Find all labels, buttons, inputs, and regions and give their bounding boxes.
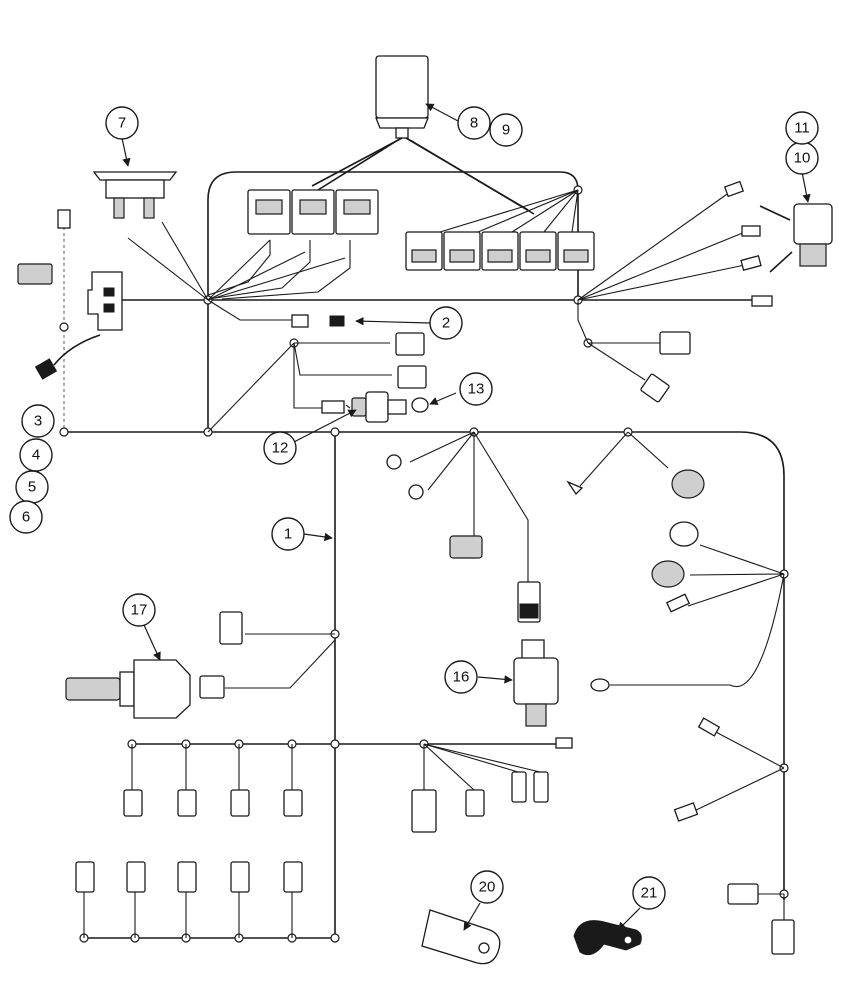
speed-sensor [65, 611, 243, 719]
ring-terminals [386, 454, 705, 692]
callout-17: 17 [122, 593, 156, 627]
svg-text:8: 8 [470, 115, 478, 132]
bulkhead-connector [87, 271, 123, 331]
cable-clamp [573, 920, 642, 956]
svg-text:13: 13 [468, 381, 485, 398]
callout-2: 2 [429, 306, 463, 340]
leader-lines [121, 103, 811, 931]
solenoid-valve [513, 639, 559, 727]
main-harness-trunk [64, 171, 785, 939]
callout-13: 13 [459, 372, 493, 406]
svg-text:12: 12 [272, 440, 289, 457]
svg-text:3: 3 [34, 413, 42, 430]
svg-text:2: 2 [442, 315, 450, 332]
oil-pressure-sender [351, 391, 429, 423]
callout-9: 9 [489, 113, 523, 147]
bracket [421, 909, 501, 965]
svg-text:4: 4 [32, 447, 40, 464]
callout-8: 8 [457, 106, 491, 140]
mid-connectors [449, 535, 541, 623]
relay-socket-block-left [247, 189, 379, 235]
callout-5: 5 [15, 470, 49, 504]
callout-21: 21 [632, 876, 666, 910]
svg-text:5: 5 [28, 479, 36, 496]
callout-4: 4 [19, 438, 53, 472]
plug-connector-row-bottom [75, 861, 303, 893]
terminals [17, 180, 773, 414]
callout-7: 7 [105, 106, 139, 140]
svg-text:7: 7 [118, 115, 126, 132]
callout-10: 10 [785, 141, 819, 175]
left-ground-line [59, 215, 69, 437]
svg-text:21: 21 [641, 885, 658, 902]
svg-text:10: 10 [794, 150, 811, 167]
svg-text:11: 11 [794, 120, 810, 137]
branch-wires [53, 189, 785, 938]
relay-socket-block-right [405, 231, 595, 271]
plug-connector-row-top [123, 737, 573, 833]
callout-3: 3 [21, 404, 55, 438]
svg-text:6: 6 [22, 509, 30, 526]
right-connectors [673, 717, 795, 955]
callout-11: 11 [785, 111, 819, 145]
callout-12: 12 [263, 431, 297, 465]
callout-6: 6 [9, 500, 43, 534]
svg-text:9: 9 [502, 122, 510, 139]
switch-component [92, 171, 178, 219]
svg-text:1: 1 [284, 526, 292, 543]
callout-16: 16 [444, 660, 478, 694]
relay [311, 55, 535, 215]
callout-20: 20 [470, 870, 504, 904]
svg-text:16: 16 [453, 669, 470, 686]
pressure-switch [759, 203, 833, 273]
svg-text:20: 20 [479, 879, 496, 896]
svg-text:17: 17 [131, 602, 148, 619]
callout-1: 1 [271, 517, 305, 551]
